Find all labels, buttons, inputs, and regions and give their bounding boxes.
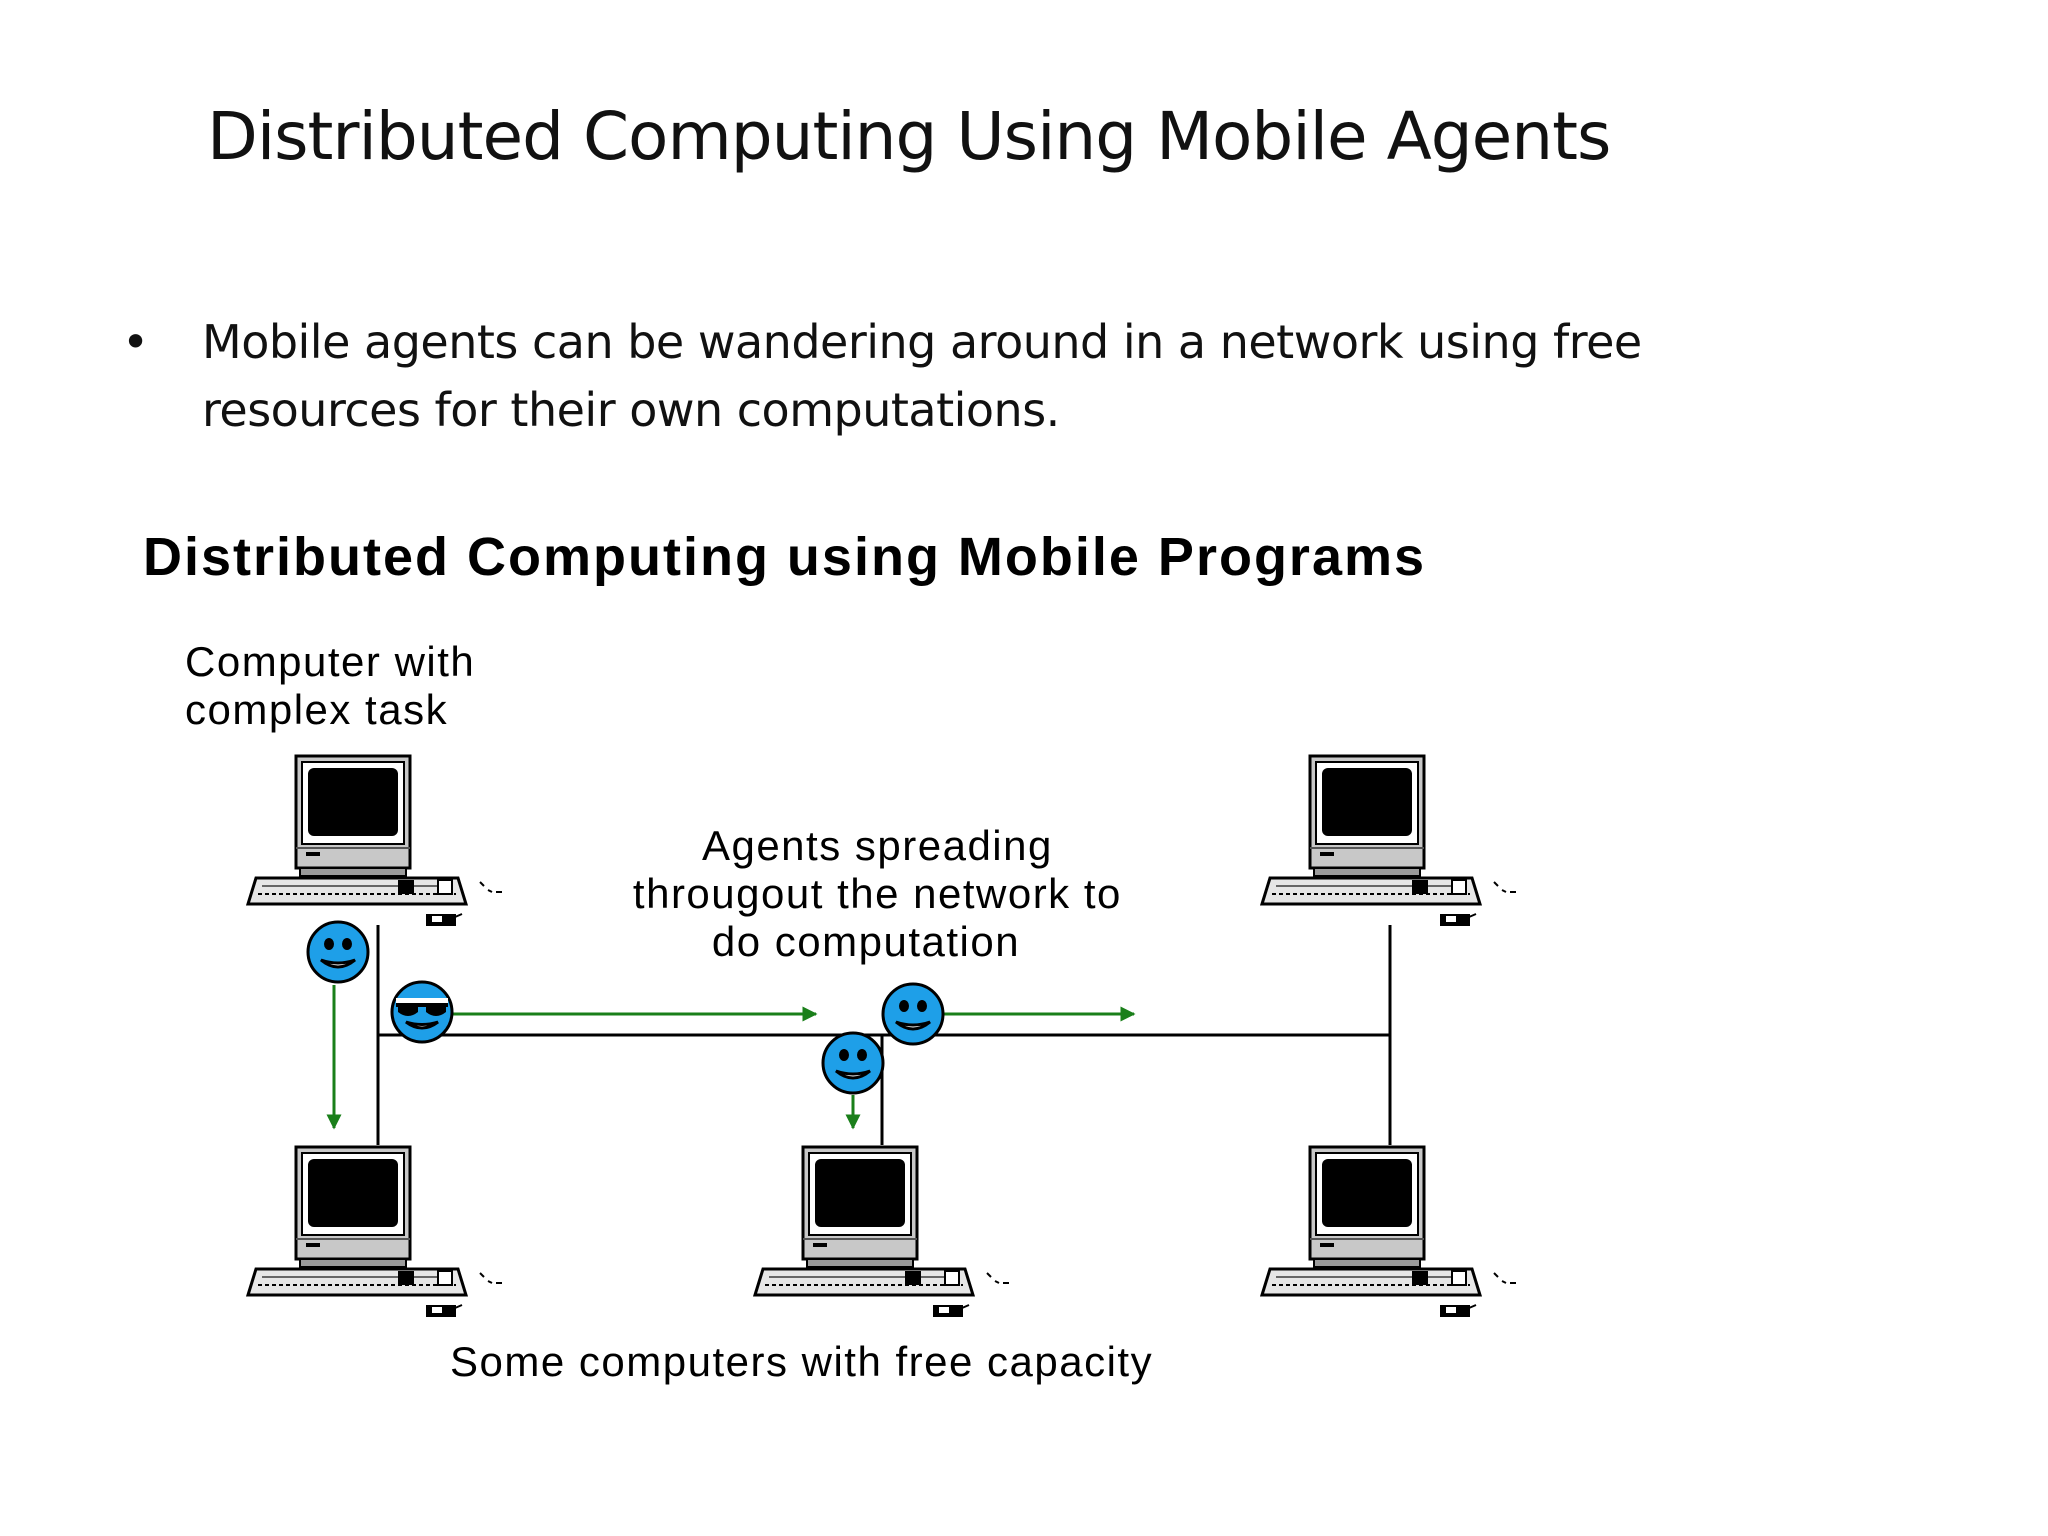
computer-icon (1260, 754, 1518, 928)
free-capacity-label: Some computers with free capacity (450, 1338, 1153, 1385)
slide-title: Distributed Computing Using Mobile Agent… (207, 98, 1611, 175)
agents-spreading-label: Agents spreading througout the network t… (633, 822, 1135, 965)
diagram-title: Distributed Computing using Mobile Progr… (143, 527, 1426, 587)
computer-icon (246, 754, 504, 928)
network-wires (376, 925, 1392, 1145)
smiley-agent-icon (821, 1031, 885, 1095)
bullet-line-1: Mobile agents can be wandering around in… (202, 315, 1642, 369)
computer-icon (1260, 1145, 1518, 1319)
agents-label-line-2: througout the network to (633, 870, 1122, 917)
computer-icon (753, 1145, 1011, 1319)
source-computer-label: Computer with complex task (185, 638, 488, 733)
bullet-line-2: resources for their own computations. (202, 383, 1060, 437)
agents-label-line-3: do computation (712, 918, 1020, 965)
bullet-marker: • (122, 315, 150, 369)
computer-icon (246, 1145, 504, 1319)
source-label-line-1: Computer with (185, 638, 475, 685)
smiley-agent-icon (306, 920, 370, 984)
sunglasses-agent-icon (390, 980, 454, 1044)
bullet-text: Mobile agents can be wandering around in… (202, 308, 1822, 444)
source-label-line-2: complex task (185, 686, 448, 733)
smiley-agent-icon (881, 982, 945, 1046)
agent-arrows (326, 985, 1136, 1130)
agents-label-line-1: Agents spreading (702, 822, 1053, 869)
